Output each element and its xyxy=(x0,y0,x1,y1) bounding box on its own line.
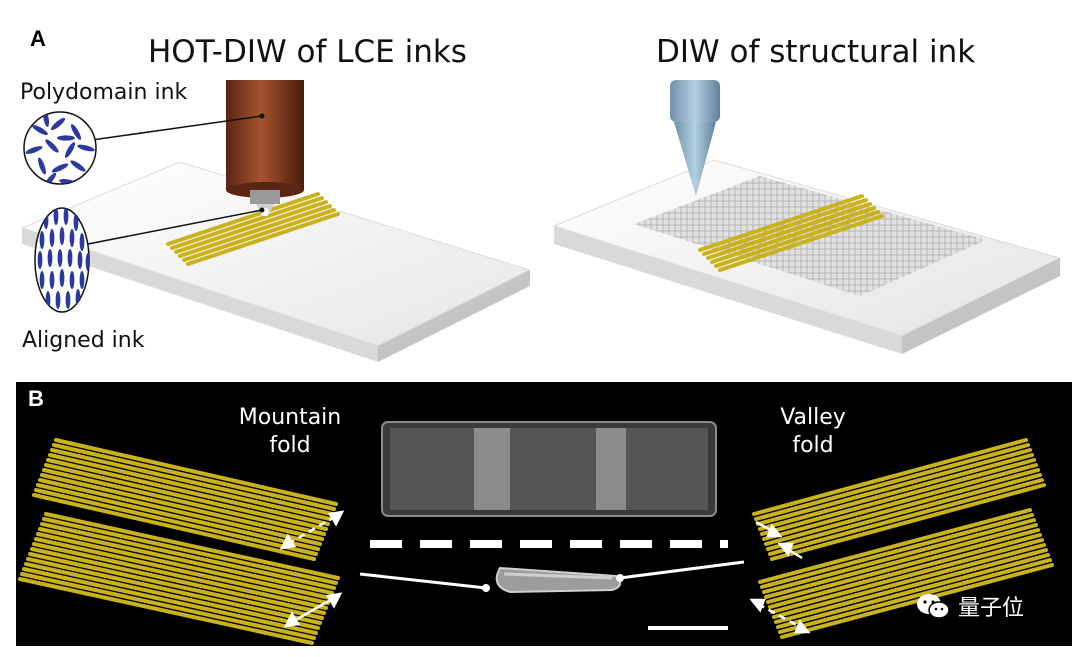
lce-filament xyxy=(42,517,338,585)
watermark: 量子位 xyxy=(916,590,1024,622)
lce-filament xyxy=(38,478,322,546)
lce-filament xyxy=(764,523,1038,599)
lce-filament xyxy=(48,453,332,521)
lce-filament xyxy=(34,488,318,556)
diw-structural-illustration xyxy=(552,80,1062,354)
watermark-text: 量子位 xyxy=(958,596,1025,621)
lce-filament xyxy=(28,552,324,620)
lce-filament xyxy=(766,473,1042,551)
lce-filament xyxy=(42,468,326,536)
lce-filament xyxy=(766,528,1040,604)
aligned-label: Aligned ink xyxy=(22,328,145,353)
lce-filament xyxy=(776,553,1050,629)
lce-filament xyxy=(52,443,336,511)
lce-filament xyxy=(26,557,322,625)
mountain-fold-label: Mountain fold xyxy=(228,404,352,460)
lce-filament xyxy=(780,563,1054,639)
lce-filament xyxy=(752,438,1028,516)
printed-sample-photo xyxy=(381,421,717,517)
lce-filament xyxy=(36,483,320,551)
lce-filament xyxy=(38,527,334,595)
lce-filament xyxy=(756,448,1032,526)
lce-filament xyxy=(754,443,1030,521)
lce-filament xyxy=(30,547,326,615)
valley-strip-top xyxy=(752,438,1046,561)
lce-filament xyxy=(40,522,336,590)
right-title: DIW of structural ink xyxy=(656,34,976,70)
heated-nozzle xyxy=(226,80,304,216)
lce-filament xyxy=(774,548,1048,624)
lce-filament xyxy=(44,463,328,531)
polydomain-label: Polydomain ink xyxy=(20,80,188,105)
lce-filament xyxy=(36,532,332,600)
valley-label-line1: Valley xyxy=(780,405,846,430)
lce-filament xyxy=(760,458,1036,536)
valley-fold-label: Valley fold xyxy=(768,404,858,460)
lce-filament xyxy=(40,473,324,541)
lce-filament xyxy=(758,453,1034,531)
fold-diagram xyxy=(18,421,1054,645)
valley-strip-bottom xyxy=(758,508,1054,639)
lce-filament xyxy=(46,458,330,526)
syringe-nozzle xyxy=(670,80,720,196)
lce-filament xyxy=(18,577,314,645)
wechat-icon xyxy=(917,594,950,619)
printed-lce-strip xyxy=(166,192,340,266)
valley-label-line2: fold xyxy=(792,433,834,458)
lce-filament xyxy=(768,533,1042,609)
build-plate-left xyxy=(20,161,532,362)
lce-filament xyxy=(44,512,340,580)
lce-filament xyxy=(764,468,1040,546)
lce-filament xyxy=(758,508,1032,584)
lce-filament xyxy=(768,478,1044,556)
hot-diw-illustration xyxy=(20,80,532,362)
mountain-label-line1: Mountain xyxy=(238,405,342,430)
lce-filament xyxy=(778,558,1052,634)
lce-filament xyxy=(762,463,1038,541)
panel-b-letter: B xyxy=(28,386,44,411)
polydomain-mesogen-icon xyxy=(23,111,97,185)
lce-filament xyxy=(50,448,334,516)
lce-filament xyxy=(770,483,1046,561)
lce-filament xyxy=(32,542,328,610)
lce-filament xyxy=(760,513,1034,589)
aligned-mesogen-icon xyxy=(34,207,90,313)
panel-b: B Mountain fold Valley fold xyxy=(16,382,1072,646)
mountain-strip-bottom xyxy=(18,512,340,645)
mountain-label-line2: fold xyxy=(269,433,311,458)
left-title: HOT-DIW of LCE inks xyxy=(148,34,467,70)
lce-filament xyxy=(22,567,318,635)
lce-filament xyxy=(20,572,316,640)
lce-strip-right xyxy=(698,194,884,272)
mountain-strip-top xyxy=(32,438,338,561)
panel-a-letter: A xyxy=(30,26,46,51)
lce-filament xyxy=(54,438,338,506)
lce-filament xyxy=(770,538,1044,614)
lce-filament xyxy=(772,543,1046,619)
aligned-leader xyxy=(87,209,263,245)
lce-filament xyxy=(762,518,1036,594)
fold-arrows xyxy=(279,510,811,634)
lce-filament xyxy=(24,562,320,630)
lce-filament xyxy=(32,493,316,561)
polydomain-leader xyxy=(91,115,263,141)
lce-filament xyxy=(34,537,330,605)
folded-sample xyxy=(495,566,622,594)
